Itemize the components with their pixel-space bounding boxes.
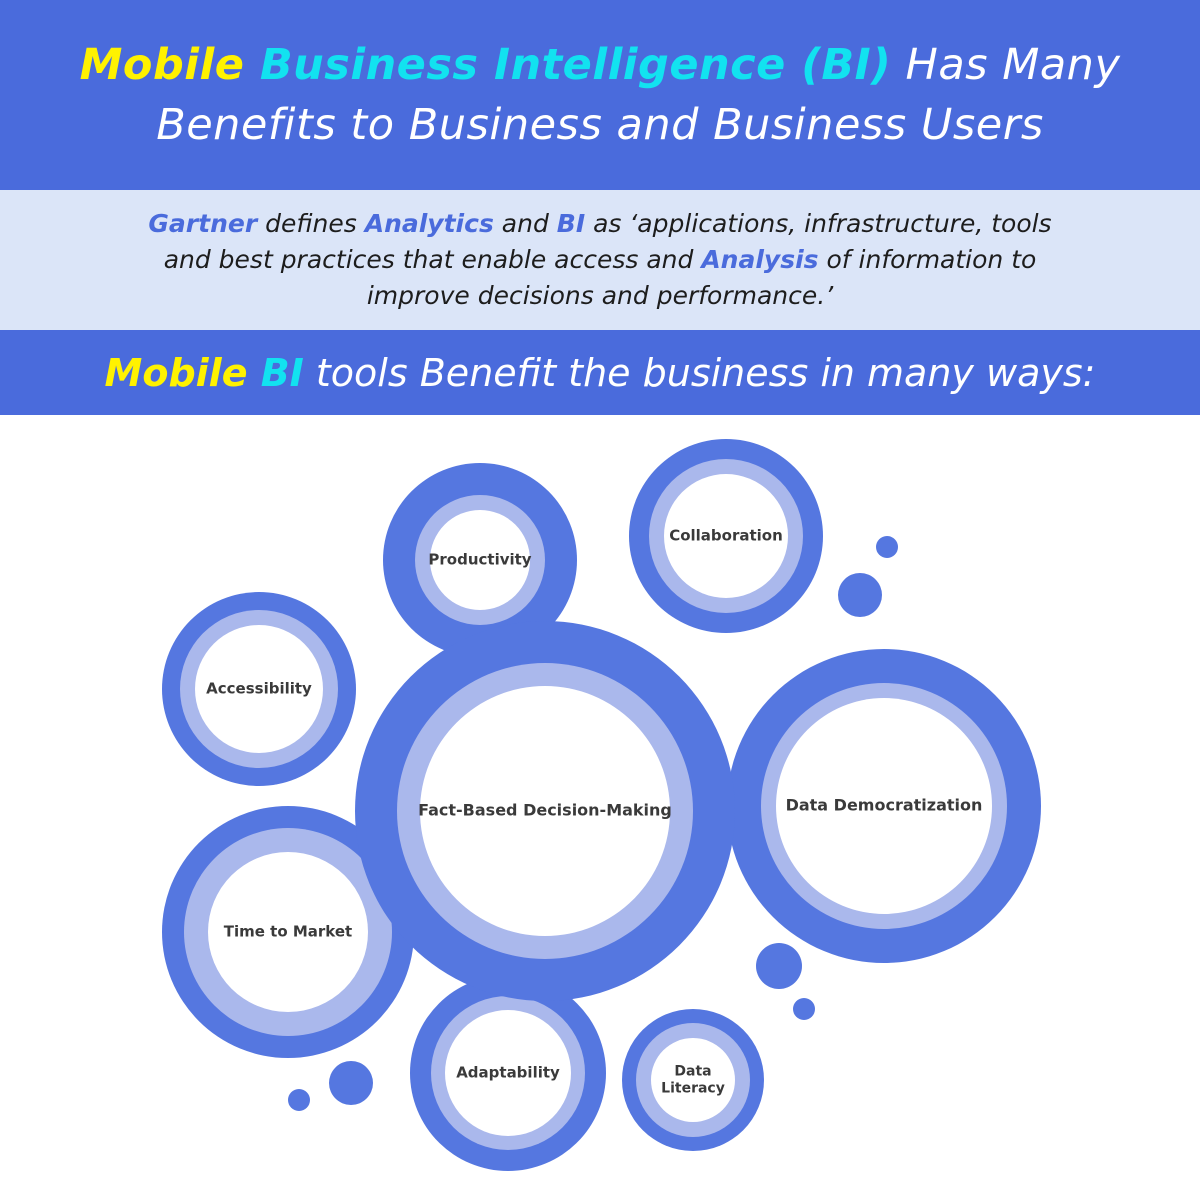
decorative-dot: [329, 1061, 373, 1105]
text-segment: Has Many: [891, 40, 1121, 90]
text-segment: as ‘applications, infrastructure, tools: [585, 209, 1052, 238]
bubble-inner-disc: [195, 625, 323, 753]
decorative-dot: [756, 943, 802, 989]
text-segment: and: [493, 209, 557, 238]
bubble-inner-disc: [420, 686, 670, 936]
bubble-inner-disc: [445, 1010, 571, 1136]
bubble-label: Accessibility: [206, 680, 312, 698]
bubble-inner-disc: [776, 698, 992, 914]
title-line-1: Mobile Business Intelligence (BI) Has Ma…: [80, 35, 1121, 95]
bubble-label: Time to Market: [224, 923, 352, 941]
bubble-inner-disc: [664, 474, 788, 598]
bubble-inner-disc: [651, 1038, 735, 1122]
text-segment: improve decisions and performance.’: [366, 281, 834, 310]
text-segment: Business Intelligence (BI): [259, 40, 892, 90]
bubble-label: Literacy: [661, 1080, 725, 1096]
benefits-bubble-diagram: Productivity CollaborationAccessibilityDa…: [162, 439, 1041, 1171]
text-segment: BI: [556, 209, 586, 238]
text-segment: Analysis: [701, 245, 819, 274]
bubble-fact-based-decision-making: Fact-Based Decision-Making: [355, 621, 735, 1001]
bubble-label: Adaptability: [456, 1064, 560, 1082]
subheader-text: Mobile BI tools Benefit the business in …: [105, 351, 1096, 395]
definition-line-1: Gartner defines Analytics and BI as ‘app…: [148, 206, 1051, 242]
text-segment: Mobile: [79, 40, 260, 90]
text-segment: Mobile: [104, 350, 261, 395]
bubble-label: Collaboration: [669, 527, 783, 545]
bubble-inner-disc: [208, 852, 368, 1012]
decorative-dot: [876, 536, 898, 558]
text-segment: BI: [260, 350, 304, 395]
definition-line-2: and best practices that enable access an…: [164, 242, 1037, 278]
bubble-data-democratization: Data Democratization: [727, 649, 1041, 963]
text-segment: and best practices that enable access an…: [163, 245, 702, 274]
title-banner: Mobile Business Intelligence (BI) Has Ma…: [0, 0, 1200, 190]
text-segment: tools Benefit the business in many ways:: [303, 350, 1096, 395]
bubble-time-to-market: Time to Market: [162, 806, 414, 1058]
text-segment: defines: [257, 209, 365, 238]
text-segment: Analytics: [364, 209, 494, 238]
bubble-accessibility: Accessibility: [162, 592, 356, 786]
gartner-definition: Gartner defines Analytics and BI as ‘app…: [0, 190, 1200, 330]
bubble-inner-disc: [430, 510, 530, 610]
subheader-banner: Mobile BI tools Benefit the business in …: [0, 330, 1200, 415]
text-segment: Gartner: [148, 209, 258, 238]
bubble-label: Data Democratization: [786, 796, 983, 815]
bubble-productivity: Productivity: [383, 463, 577, 657]
bubble-label: Data: [674, 1064, 711, 1080]
bubble-collaboration: Collaboration: [629, 439, 823, 633]
decorative-dot: [288, 1089, 310, 1111]
text-segment: of information to: [818, 245, 1037, 274]
definition-line-3: improve decisions and performance.’: [367, 278, 833, 314]
bubble-adaptability: Adaptability: [410, 975, 606, 1171]
bubble-label: Fact-Based Decision-Making: [418, 801, 672, 820]
decorative-dot: [793, 998, 815, 1020]
title-line-2: Benefits to Business and Business Users: [156, 100, 1044, 150]
decorative-dot: [838, 573, 882, 617]
bubble-label: Productivity: [428, 551, 531, 569]
